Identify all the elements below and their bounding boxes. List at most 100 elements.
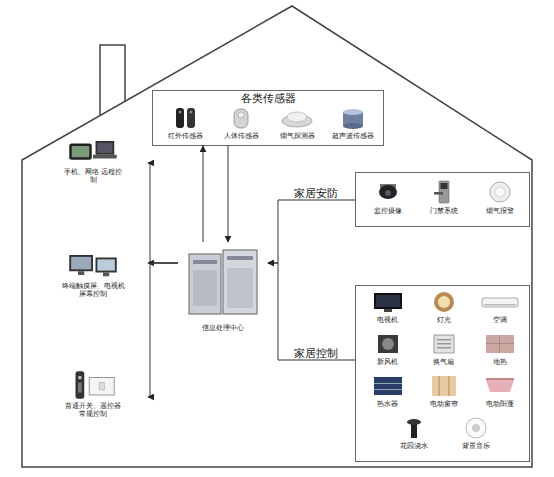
- icon-part: [189, 254, 221, 314]
- control-terminal: 终端触摸屏、电视机 屏幕控制: [38, 250, 148, 304]
- node-label: 普通开关、遥控器 常规控制: [61, 402, 125, 418]
- node-label: 花园浇水: [400, 442, 428, 450]
- device-item: 烟气报警: [472, 179, 527, 219]
- icon-part: [97, 259, 115, 270]
- icon-part: [96, 258, 117, 273]
- icon-part: [76, 371, 85, 399]
- device-icon: [424, 332, 464, 356]
- chimney: [100, 45, 125, 115]
- icon-part: [482, 298, 518, 307]
- icon-part: [187, 108, 195, 128]
- node-label: 超声波传感器: [332, 132, 374, 140]
- icon-part: [223, 250, 257, 314]
- icon-part: [379, 185, 397, 199]
- sensor-group-box: 各类传感器红外传感器 人体传感器 烟气探测器 超声波传感器: [152, 90, 384, 146]
- device-item: 花园浇水: [386, 416, 441, 452]
- icon-part: [374, 389, 402, 390]
- icon-part: [78, 383, 82, 393]
- control-terminal: 普通开关、遥控器 常规控制: [38, 370, 148, 424]
- device-item: 监控摄像: [360, 179, 415, 219]
- node-label: 电动窗帘: [430, 400, 458, 408]
- device-icon: [424, 374, 464, 398]
- icon-part: [484, 304, 516, 306]
- icon-part: [78, 271, 84, 275]
- icon-part: [193, 260, 217, 264]
- connector-arrow: [268, 263, 355, 360]
- connector-arrow: [268, 200, 355, 263]
- icon-part: [238, 112, 244, 118]
- node-label: 门禁系统: [430, 207, 458, 215]
- device-icon: [333, 106, 373, 130]
- icon-part: [466, 418, 486, 438]
- icon-part: [103, 273, 109, 277]
- node-label: 监控摄像: [374, 207, 402, 215]
- node-label: 红外传感器: [168, 132, 203, 140]
- node-label: 烟气探测器: [280, 132, 315, 140]
- node-label: 终端触摸屏、电视机 屏幕控制: [61, 282, 125, 298]
- icon-part: [89, 378, 114, 396]
- icon-part: [438, 376, 440, 396]
- group-heading: 家居控制: [294, 347, 338, 360]
- node-label: 灯光: [437, 316, 451, 324]
- icon-part: [376, 295, 400, 307]
- icon-part: [78, 376, 82, 380]
- control-group-box: 家居控制电视机灯光空调新风机换气扇地热热水器电动窗帘电动阳蓬花园浇水背景音乐: [355, 285, 530, 462]
- connector-arrow: [228, 146, 229, 242]
- device-item: 电视机: [360, 290, 415, 326]
- device-item: 灯光: [416, 290, 471, 326]
- processing-center: 信息处理中心: [178, 242, 268, 338]
- device-item: 空调: [472, 290, 527, 326]
- node-label: 新风机: [377, 358, 398, 366]
- icon-part: [69, 255, 93, 271]
- device-icon: [480, 332, 520, 356]
- device-icon: [61, 250, 125, 280]
- sensor-item: 烟气探测器: [269, 106, 325, 144]
- device-icon: [61, 136, 125, 166]
- device-icon: [424, 290, 464, 314]
- device-icon: [183, 242, 263, 322]
- icon-part: [176, 108, 184, 128]
- device-icon: [61, 370, 125, 400]
- device-icon: [480, 179, 520, 205]
- icon-part: [374, 377, 402, 395]
- icon-part: [287, 112, 307, 122]
- icon-part: [448, 376, 450, 396]
- device-icon: [368, 374, 408, 398]
- group-heading: 各类传感器: [153, 93, 383, 105]
- icon-part: [486, 378, 514, 380]
- device-item: 热水器: [360, 374, 415, 410]
- node-label: 地热: [493, 358, 507, 366]
- icon-part: [374, 383, 402, 384]
- node-label: 手机、网络 远程控制: [61, 168, 125, 184]
- group-heading: 家居安防: [294, 187, 338, 200]
- icon-part: [378, 335, 398, 353]
- icon-part: [432, 376, 456, 396]
- icon-part: [486, 335, 514, 353]
- device-icon: [277, 106, 317, 130]
- icon-part: [434, 192, 443, 195]
- control-terminal: 手机、网络 远程控制: [38, 136, 148, 190]
- device-icon: [394, 416, 434, 440]
- icon-part: [434, 335, 454, 353]
- icon-part: [69, 144, 92, 160]
- sensor-item: 人体传感器: [213, 106, 269, 144]
- device-item: 电动窗帘: [416, 374, 471, 410]
- icon-part: [382, 338, 394, 350]
- icon-part: [72, 146, 90, 157]
- icon-part: [495, 187, 505, 197]
- icon-part: [190, 111, 193, 114]
- sensor-item: 红外传感器: [157, 106, 213, 144]
- security-group-box: 家居安防监控摄像门禁系统烟气报警: [355, 172, 530, 227]
- icon-part: [227, 268, 253, 308]
- icon-part: [343, 123, 363, 129]
- node-label: 人体传感器: [224, 132, 259, 140]
- icon-part: [99, 383, 104, 391]
- icon-part: [96, 141, 115, 155]
- node-label: 电动阳蓬: [486, 400, 514, 408]
- connector-arrow: [148, 263, 178, 264]
- device-icon: [221, 106, 261, 130]
- icon-part: [499, 335, 500, 353]
- icon-part: [486, 380, 514, 392]
- device-icon: [456, 416, 496, 440]
- icon-part: [434, 292, 454, 312]
